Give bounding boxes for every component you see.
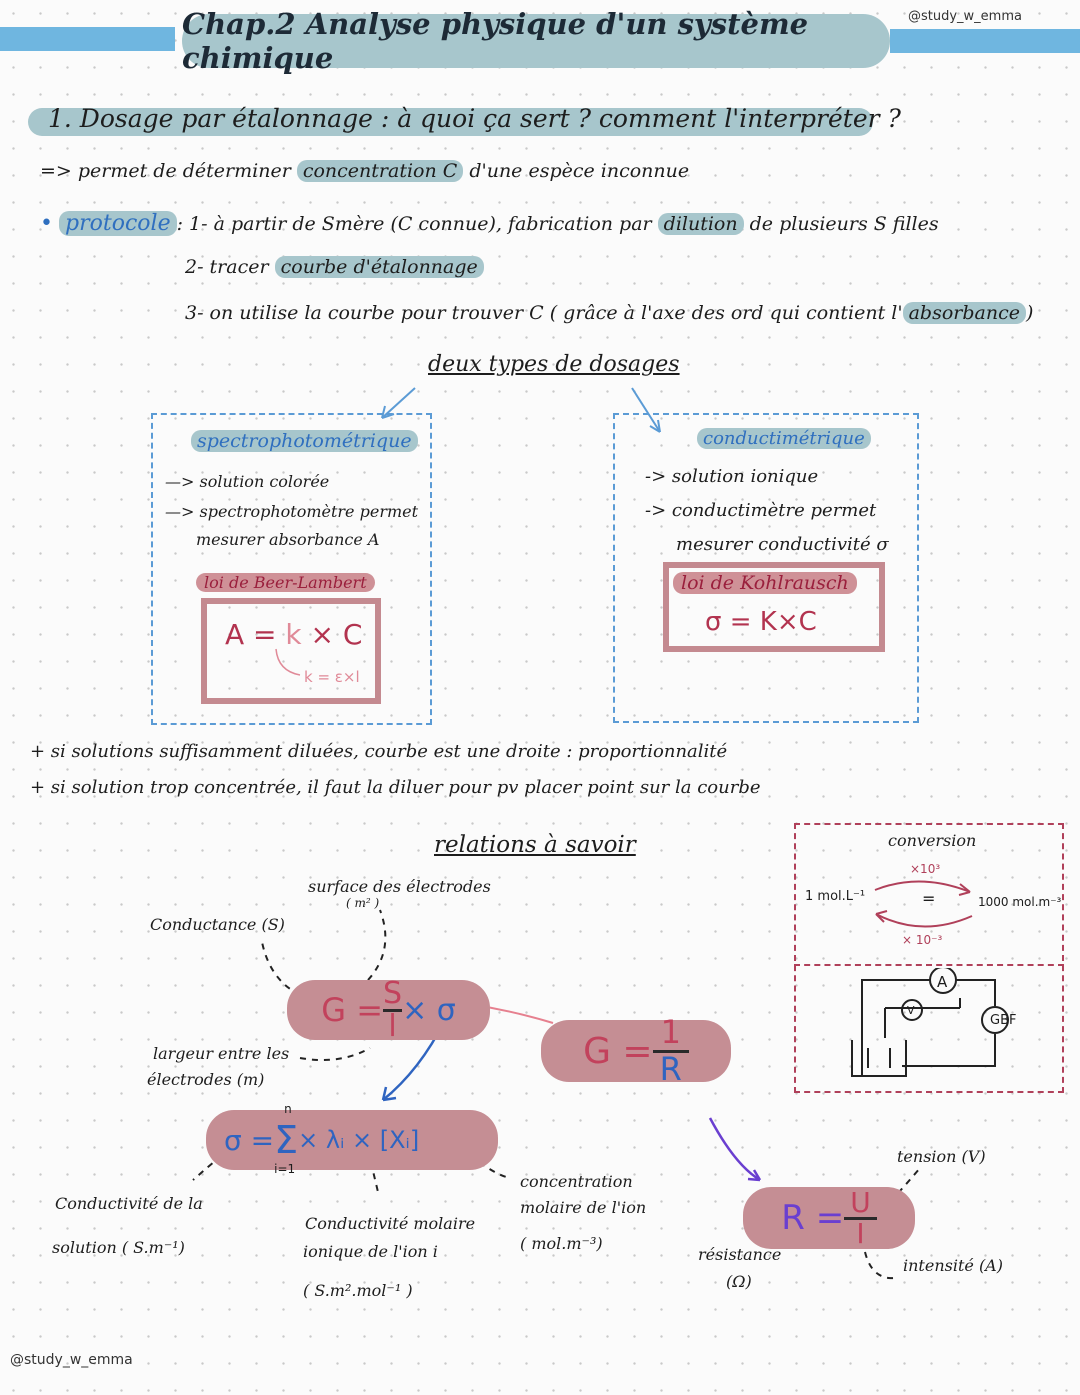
conducti-box <box>613 413 919 723</box>
section-title: 1. Dosage par étalonnage : à quoi ça ser… <box>48 104 901 133</box>
cond-solution-unit: solution ( S.m⁻¹) <box>52 1238 185 1257</box>
conducti-line-2: -> conductimètre permet <box>645 500 877 521</box>
note-2: + si solution trop concentrée, il faut l… <box>30 777 761 798</box>
title-band-right <box>890 29 1080 53</box>
spectro-line-2: —> spectrophotomètre permet <box>165 502 419 521</box>
conducti-line-3: mesurer conductivité σ <box>676 534 889 555</box>
spectro-title: spectrophotométrique <box>191 430 418 452</box>
k-definition: k = ε×l <box>304 668 360 686</box>
resistance-label: résistance <box>698 1245 782 1264</box>
ohm-law-formula: R = U I <box>743 1187 915 1249</box>
page-title: Chap.2 Analyse physique d'un système chi… <box>182 7 890 75</box>
cond-molaire-label-2: ionique de l'ion i <box>303 1242 438 1261</box>
conductivity-formula: σ = Σ n i=1 × λᵢ × [Xᵢ] <box>206 1102 498 1176</box>
circuit-diagram <box>851 968 1009 1077</box>
conversion-up-factor: ×10³ <box>910 862 941 876</box>
types-heading: deux types de dosages <box>428 352 680 377</box>
conversion-right: 1000 mol.m⁻³ <box>978 895 1062 909</box>
concentration-unit: ( mol.m⁻³) <box>520 1234 603 1253</box>
section-title-highlight <box>28 108 873 136</box>
protocole-step-1: • protocole: 1- à partir de Smère (C con… <box>40 211 939 236</box>
note-1: + si solutions suffisamment diluées, cou… <box>30 741 728 762</box>
intensite-label: intensité (A) <box>903 1256 1003 1275</box>
spectro-line-3: mesurer absorbance A <box>196 530 380 549</box>
largeur-label-2: électrodes (m) <box>147 1070 265 1089</box>
title-band-left <box>0 27 175 51</box>
relations-heading: relations à savoir <box>434 832 636 858</box>
kohlrausch-law: loi de Kohlrausch <box>673 572 857 594</box>
conducti-line-1: -> solution ionique <box>645 466 819 487</box>
author-handle-bottom: @study_w_emma <box>10 1352 133 1368</box>
protocole-step-2: 2- tracer courbe d'étalonnage <box>185 256 484 278</box>
conducti-title: conductimétrique <box>697 428 871 449</box>
spectro-box <box>151 413 432 725</box>
beer-lambert-formula: A = k × C <box>225 618 363 651</box>
definition-line: => permet de déterminer concentration C … <box>40 160 690 182</box>
conversion-divider <box>794 964 1064 966</box>
surface-label: surface des électrodes <box>308 877 491 896</box>
author-handle-top: @study_w_emma <box>908 9 1022 24</box>
conversion-arrows <box>874 880 973 928</box>
conductance-formula: G = S l × σ <box>287 978 490 1041</box>
conversion-eq: = <box>922 889 936 908</box>
conductance-resistance-formula: G = 1 R <box>541 1015 731 1085</box>
ammeter-icon: A <box>937 973 948 991</box>
concentration-label: concentration <box>520 1172 633 1191</box>
kohlrausch-formula: σ = K×C <box>705 607 817 637</box>
voltmeter-icon: V <box>907 1004 915 1017</box>
protocole-label: protocole <box>59 211 177 236</box>
tension-label: tension (V) <box>897 1147 986 1166</box>
beer-lambert-formula-box <box>201 598 381 704</box>
beer-lambert-law: loi de Beer-Lambert <box>196 573 375 592</box>
kohlrausch-box <box>663 562 885 652</box>
conversion-down-factor: × 10⁻³ <box>902 933 943 947</box>
generator-label: GBF <box>990 1013 1017 1028</box>
concentration-highlight: concentration C <box>296 160 464 182</box>
cond-molaire-unit: ( S.m².mol⁻¹ ) <box>303 1281 413 1300</box>
conversion-box <box>794 823 1064 1093</box>
protocole-step-3: 3- on utilise la courbe pour trouver C (… <box>185 302 1034 324</box>
concentration-label-2: molaire de l'ion <box>520 1198 647 1217</box>
conversion-title: conversion <box>888 831 977 850</box>
spectro-line-1: —> solution colorée <box>165 472 330 491</box>
k-def-arrow <box>275 648 301 676</box>
resistance-unit: (Ω) <box>726 1272 752 1291</box>
cond-molaire-label: Conductivité molaire <box>305 1214 476 1233</box>
conversion-left: 1 mol.L⁻¹ <box>805 889 866 904</box>
cond-solution-label: Conductivité de la <box>55 1194 203 1213</box>
conductance-label: Conductance (S) <box>150 915 285 934</box>
surface-unit: ( m² ) <box>346 896 380 910</box>
largeur-label: largeur entre les <box>153 1044 290 1063</box>
